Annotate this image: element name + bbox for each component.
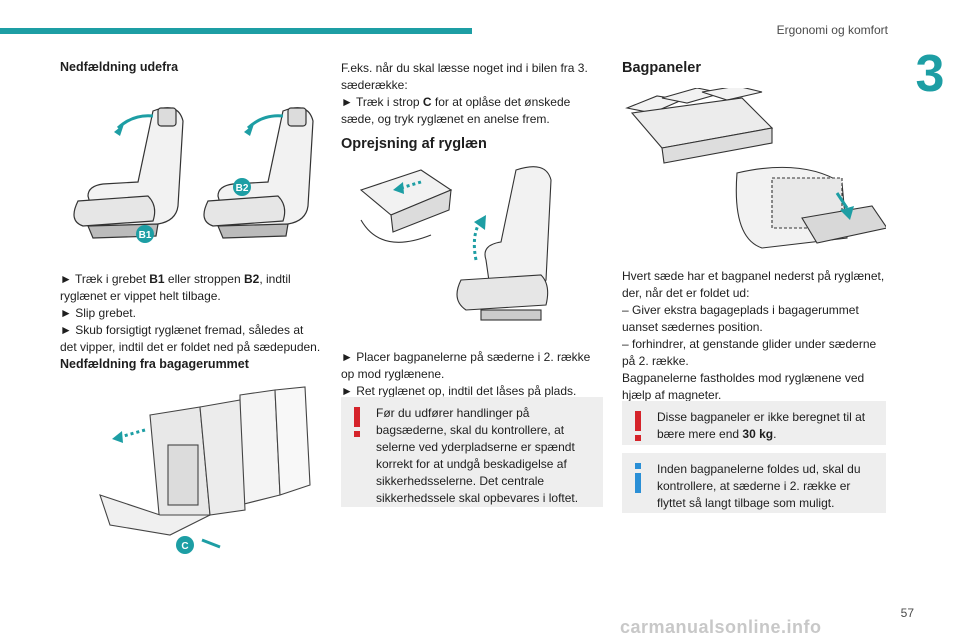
warning-box-weight: Disse bagpaneler er ikke beregnet til at… bbox=[622, 401, 886, 445]
body-text-2: – Giver ekstra bagageplads i bagagerumme… bbox=[622, 303, 859, 334]
page-number: 57 bbox=[900, 606, 914, 620]
intro-text: F.eks. når du skal læsse noget ind i bil… bbox=[341, 61, 588, 92]
panels-row-illustration bbox=[625, 88, 774, 164]
body-text-1: Hvert sæde har et bagpanel nederst på ry… bbox=[622, 269, 885, 300]
label-b1-marker bbox=[136, 225, 154, 243]
column-right: Bagpaneler bbox=[622, 60, 886, 76]
steps-fold-outside: ► Træk i grebet B1 eller stroppen B2, in… bbox=[60, 271, 322, 356]
heading-fold-boot-wrap: Nedfældning fra bagagerummet bbox=[60, 357, 322, 371]
warning-icon bbox=[635, 411, 641, 441]
panel-illustration bbox=[359, 169, 453, 243]
heading-fold-boot: Nedfældning fra bagagerummet bbox=[60, 357, 249, 371]
panel-unfold-illustration bbox=[735, 166, 886, 249]
section-title: Ergonomi og komfort bbox=[776, 23, 888, 37]
chapter-number: 3 bbox=[915, 45, 945, 103]
column-left: Nedfældning udefra bbox=[60, 60, 322, 74]
back-panels-body: Hvert sæde har et bagpanel nederst på ry… bbox=[622, 268, 886, 404]
figure-seat-fold-boot: C bbox=[99, 386, 311, 554]
warning-text-seatbelts: Før du udfører handlinger på bagsæderne,… bbox=[376, 406, 579, 505]
heading-fold-outside: Nedfældning udefra bbox=[60, 60, 179, 74]
warning-text-weight: Disse bagpaneler er ikke beregnet til at… bbox=[657, 410, 866, 441]
step-place-panels: ► Placer bagpanelerne på sæderne i 2. ræ… bbox=[341, 350, 591, 381]
column-middle: F.eks. når du skal læsse noget ind i bil… bbox=[341, 60, 603, 128]
step-push-backrest: ► Skub forsigtigt ryglænet fremad, såled… bbox=[60, 323, 321, 354]
body-text-4: Bagpanelerne fastholdes mod ryglænene ve… bbox=[622, 371, 865, 402]
step-raise-backrest: ► Ret ryglænet op, indtil det låses på p… bbox=[341, 384, 577, 398]
warning-icon bbox=[354, 407, 360, 437]
info-icon bbox=[635, 463, 641, 493]
intro-step: ► Træk i strop C for at oplåse det ønske… bbox=[341, 95, 571, 126]
label-b1: B1 bbox=[139, 230, 152, 241]
heading-back-panels: Bagpaneler bbox=[622, 60, 701, 76]
step-release-lever: ► Slip grebet. bbox=[60, 306, 136, 320]
info-text-seat-position: Inden bagpanelerne foldes ud, skal du ko… bbox=[657, 462, 861, 510]
label-c-marker bbox=[176, 536, 194, 554]
figure-seat-fold-outside: B1 B2 bbox=[73, 107, 314, 243]
step-pull-lever: ► Træk i grebet B1 eller stroppen B2, in… bbox=[60, 272, 291, 303]
steps-raise: ► Placer bagpanelerne på sæderne i 2. ræ… bbox=[341, 349, 603, 400]
seat-upright-illustration bbox=[456, 166, 552, 321]
seat-illustration-right bbox=[203, 107, 314, 239]
heading-raise-wrap: Oprejsning af ryglæn bbox=[341, 136, 603, 152]
seat-illustration-left bbox=[73, 107, 184, 239]
watermark: carmanualsonline.info bbox=[620, 617, 822, 637]
header-accent-bar bbox=[0, 28, 472, 34]
figure-raise-backrest bbox=[359, 166, 552, 321]
seat-row-illustration bbox=[99, 386, 311, 536]
label-c: C bbox=[181, 541, 188, 552]
heading-raise-backrest: Oprejsning af ryglæn bbox=[341, 136, 487, 152]
label-b2-marker bbox=[233, 178, 251, 196]
label-b2: B2 bbox=[236, 183, 249, 194]
warning-box-seatbelts: Før du udfører handlinger på bagsæderne,… bbox=[341, 397, 603, 507]
figure-back-panels bbox=[625, 88, 886, 249]
body-text-3: – forhindrer, at genstande glider under … bbox=[622, 337, 877, 368]
info-box-seat-position: Inden bagpanelerne foldes ud, skal du ko… bbox=[622, 453, 886, 513]
